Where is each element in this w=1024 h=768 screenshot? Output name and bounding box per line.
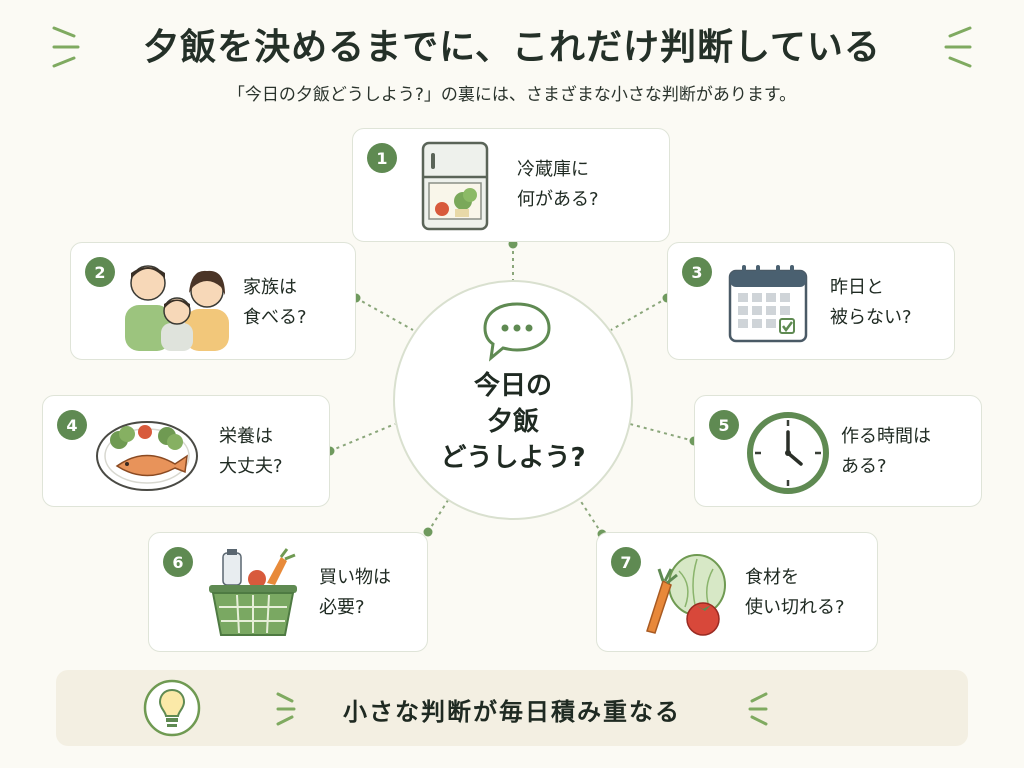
card-shopping: 6 買い物は 必要? [148,532,428,652]
number-badge: 7 [611,547,641,577]
card-text: 食材を 使い切れる? [745,567,845,618]
fridge-icon [421,141,489,231]
card-text: 栄養は 大丈夫? [219,426,283,477]
card-text: 作る時間は ある? [841,426,931,477]
calendar-icon [728,265,808,343]
number-badge: 1 [367,143,397,173]
card-calendar: 3 昨日と 被らない? [667,242,955,360]
lightbulb-icon [143,679,201,737]
footer-banner: 小さな判断が毎日積み重なる [56,670,968,746]
card-text: 買い物は 必要? [319,567,391,618]
sparkle-right-icon [944,26,972,68]
speech-bubble-icon [483,302,551,362]
shopping-basket-icon [209,548,297,636]
page-subtitle: 「今日の夕飯どうしよう?」の裏には、さまざまな小さな判断があります。 [227,85,797,105]
sparkle-left-icon [52,26,80,68]
card-ingredients: 7 食材を 使い切れる? [596,532,878,652]
center-question: 今日の 夕飯 どうしよう? [393,280,633,520]
number-badge: 3 [682,257,712,287]
card-text: 昨日と 被らない? [830,277,912,328]
clock-icon [747,412,829,494]
footer-text: 小さな判断が毎日積み重なる [343,698,681,726]
fish-plate-icon [96,421,198,491]
card-text: 冷蔵庫に 何がある? [517,159,599,210]
card-text: 家族は 食べる? [243,277,307,328]
sparkle-right-icon [748,692,768,726]
number-badge: 2 [85,257,115,287]
vegetables-icon [646,554,726,636]
card-nutrition: 4 栄養は 大丈夫? [42,395,330,507]
card-family: 2 家族は 食べる? [70,242,356,360]
number-badge: 6 [163,547,193,577]
family-icon [125,265,229,351]
center-text: 今日の 夕飯 どうしよう? [440,371,586,473]
number-badge: 4 [57,410,87,440]
page-title: 夕飯を決めるまでに、これだけ判断している [143,27,881,68]
card-fridge: 1 冷蔵庫に 何がある? [352,128,670,242]
card-time: 5 作る時間は ある? [694,395,982,507]
sparkle-left-icon [276,692,296,726]
number-badge: 5 [709,410,739,440]
